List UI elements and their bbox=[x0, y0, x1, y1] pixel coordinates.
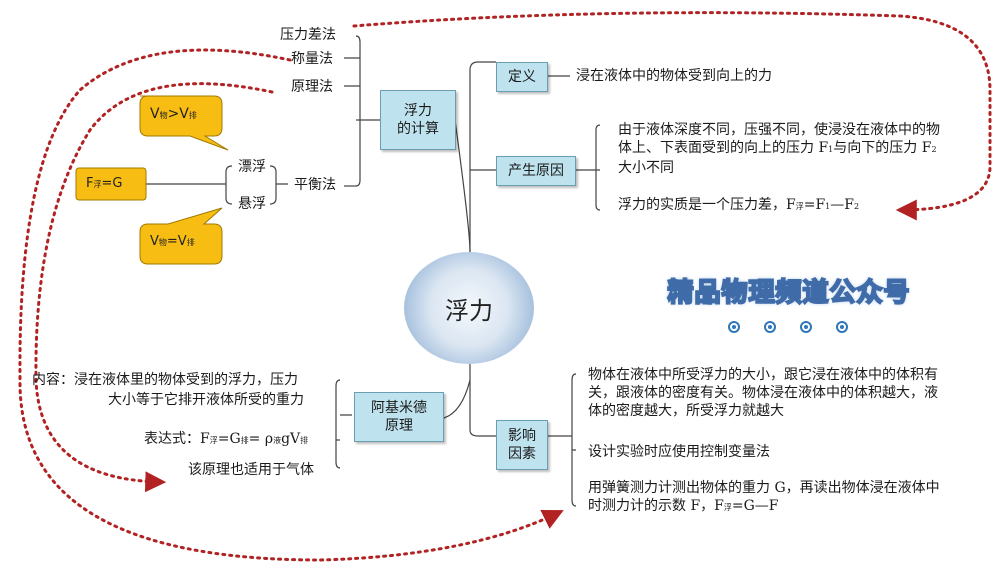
watermark-dot-icon bbox=[836, 321, 848, 333]
bubble-bottom-text: V物=V排 bbox=[150, 234, 195, 249]
cause-essence: 浮力的实质是一个压力差，F浮=F1—F2 bbox=[618, 197, 860, 213]
archimedes-formula: 表达式：F浮=G排= ρ液gV排 bbox=[144, 431, 309, 447]
trunk-line-lower bbox=[469, 364, 496, 437]
archimedes-content-1: 内容：浸在液体里的物体受到的浮力，压力 bbox=[32, 372, 298, 388]
center-label: 浮力 bbox=[445, 296, 493, 325]
center-node-buoyancy: 浮力 bbox=[404, 252, 534, 364]
factors-p1: 物体在液体中所受浮力的大小，跟它浸在液体中的体积有关，跟液体的密度有关。物体浸在… bbox=[588, 367, 938, 419]
factors-p3: 用弹簧测力计测出物体的重力 G，再读出物体浸在液体中时测力计的示数 F，F浮=G… bbox=[588, 480, 940, 514]
node-factors: 影响 因素 bbox=[496, 420, 548, 470]
node-cause: 产生原因 bbox=[496, 156, 576, 186]
bubble-top bbox=[139, 95, 229, 151]
watermark-text: 精品物理频道公众号 bbox=[666, 277, 911, 309]
arrow-pressure-diff bbox=[352, 11, 992, 221]
eq-box bbox=[75, 167, 147, 201]
arrow-weighing bbox=[18, 48, 564, 562]
archimedes-content-2: 大小等于它排开液体所受的重力 bbox=[108, 392, 304, 408]
method-weighing: 称量法 bbox=[291, 51, 333, 67]
state-float: 漂浮 bbox=[238, 159, 266, 175]
trunk-line bbox=[469, 61, 496, 252]
factors-p2: 设计实验时应使用控制变量法 bbox=[588, 444, 770, 460]
node-calculation: 浮力 的计算 bbox=[380, 90, 456, 150]
node-definition: 定义 bbox=[496, 62, 548, 92]
archimedes-gas: 该原理也适用于气体 bbox=[188, 462, 314, 478]
eq-box-text: F浮=G bbox=[86, 176, 123, 191]
method-pressure-diff: 压力差法 bbox=[280, 27, 336, 43]
watermark-dot-icon bbox=[800, 321, 812, 333]
method-principle: 原理法 bbox=[291, 79, 333, 95]
cause-text: 由于液体深度不同，压强不同，使浸没在液体中的物 体上、下表面受到的向上的压力 F… bbox=[618, 122, 940, 176]
state-suspend: 悬浮 bbox=[238, 196, 266, 212]
arrow-principle bbox=[34, 82, 274, 493]
watermark-dot-icon bbox=[728, 321, 740, 333]
bubble-top-text: V物>V排 bbox=[150, 106, 197, 122]
definition-text: 浸在液体中的物体受到向上的力 bbox=[576, 68, 772, 84]
node-archimedes: 阿基米德 原理 bbox=[354, 392, 444, 442]
bubble-bottom bbox=[139, 207, 223, 265]
method-balance: 平衡法 bbox=[294, 177, 336, 193]
watermark-dot-icon bbox=[764, 321, 776, 333]
